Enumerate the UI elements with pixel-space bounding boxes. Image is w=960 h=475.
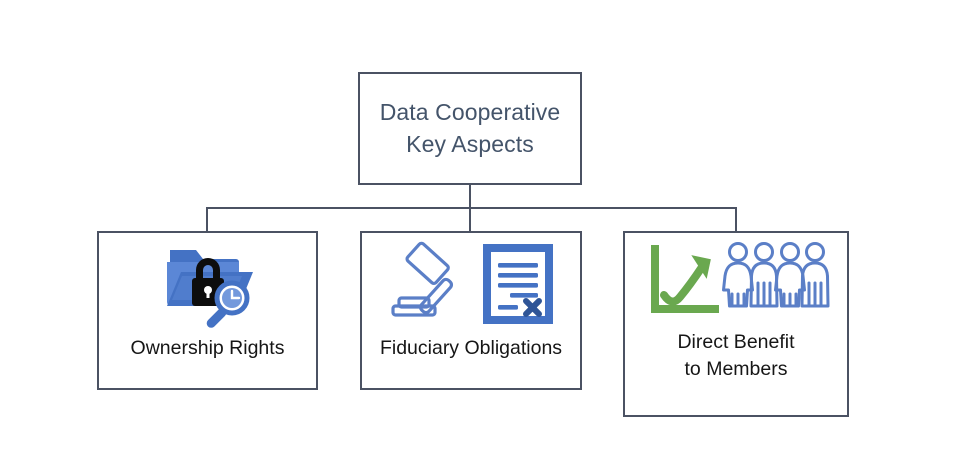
node-label-fiduciary-obligations: Fiduciary Obligations <box>379 337 563 359</box>
node-label-ownership-rights: Ownership Rights <box>130 337 285 359</box>
icon-area-direct-benefit <box>625 233 847 329</box>
growth-chart-icon <box>651 245 719 313</box>
icon-area-ownership-rights <box>99 233 316 335</box>
root-node[interactable]: Data Cooperative Key Aspects <box>358 72 582 185</box>
folder-lock-magnifier-icon <box>166 250 253 328</box>
document-x-icon <box>483 244 553 324</box>
icon-area-fiduciary-obligations <box>362 233 580 335</box>
connector-drop-left <box>206 207 208 232</box>
gavel-icon <box>391 241 454 317</box>
node-direct-benefit-to-members[interactable]: Direct Benefit to Members <box>623 231 849 417</box>
root-node-label: Data Cooperative Key Aspects <box>379 98 561 157</box>
node-label-direct-benefit-to-members: Direct Benefit to Members <box>677 331 795 380</box>
node-ownership-rights[interactable]: Ownership Rights <box>97 231 318 390</box>
connector-drop-right <box>735 207 737 232</box>
node-fiduciary-obligations[interactable]: Fiduciary Obligations <box>360 231 582 390</box>
people-group-icon <box>722 242 830 308</box>
connector-horizontal-bus <box>206 207 737 209</box>
